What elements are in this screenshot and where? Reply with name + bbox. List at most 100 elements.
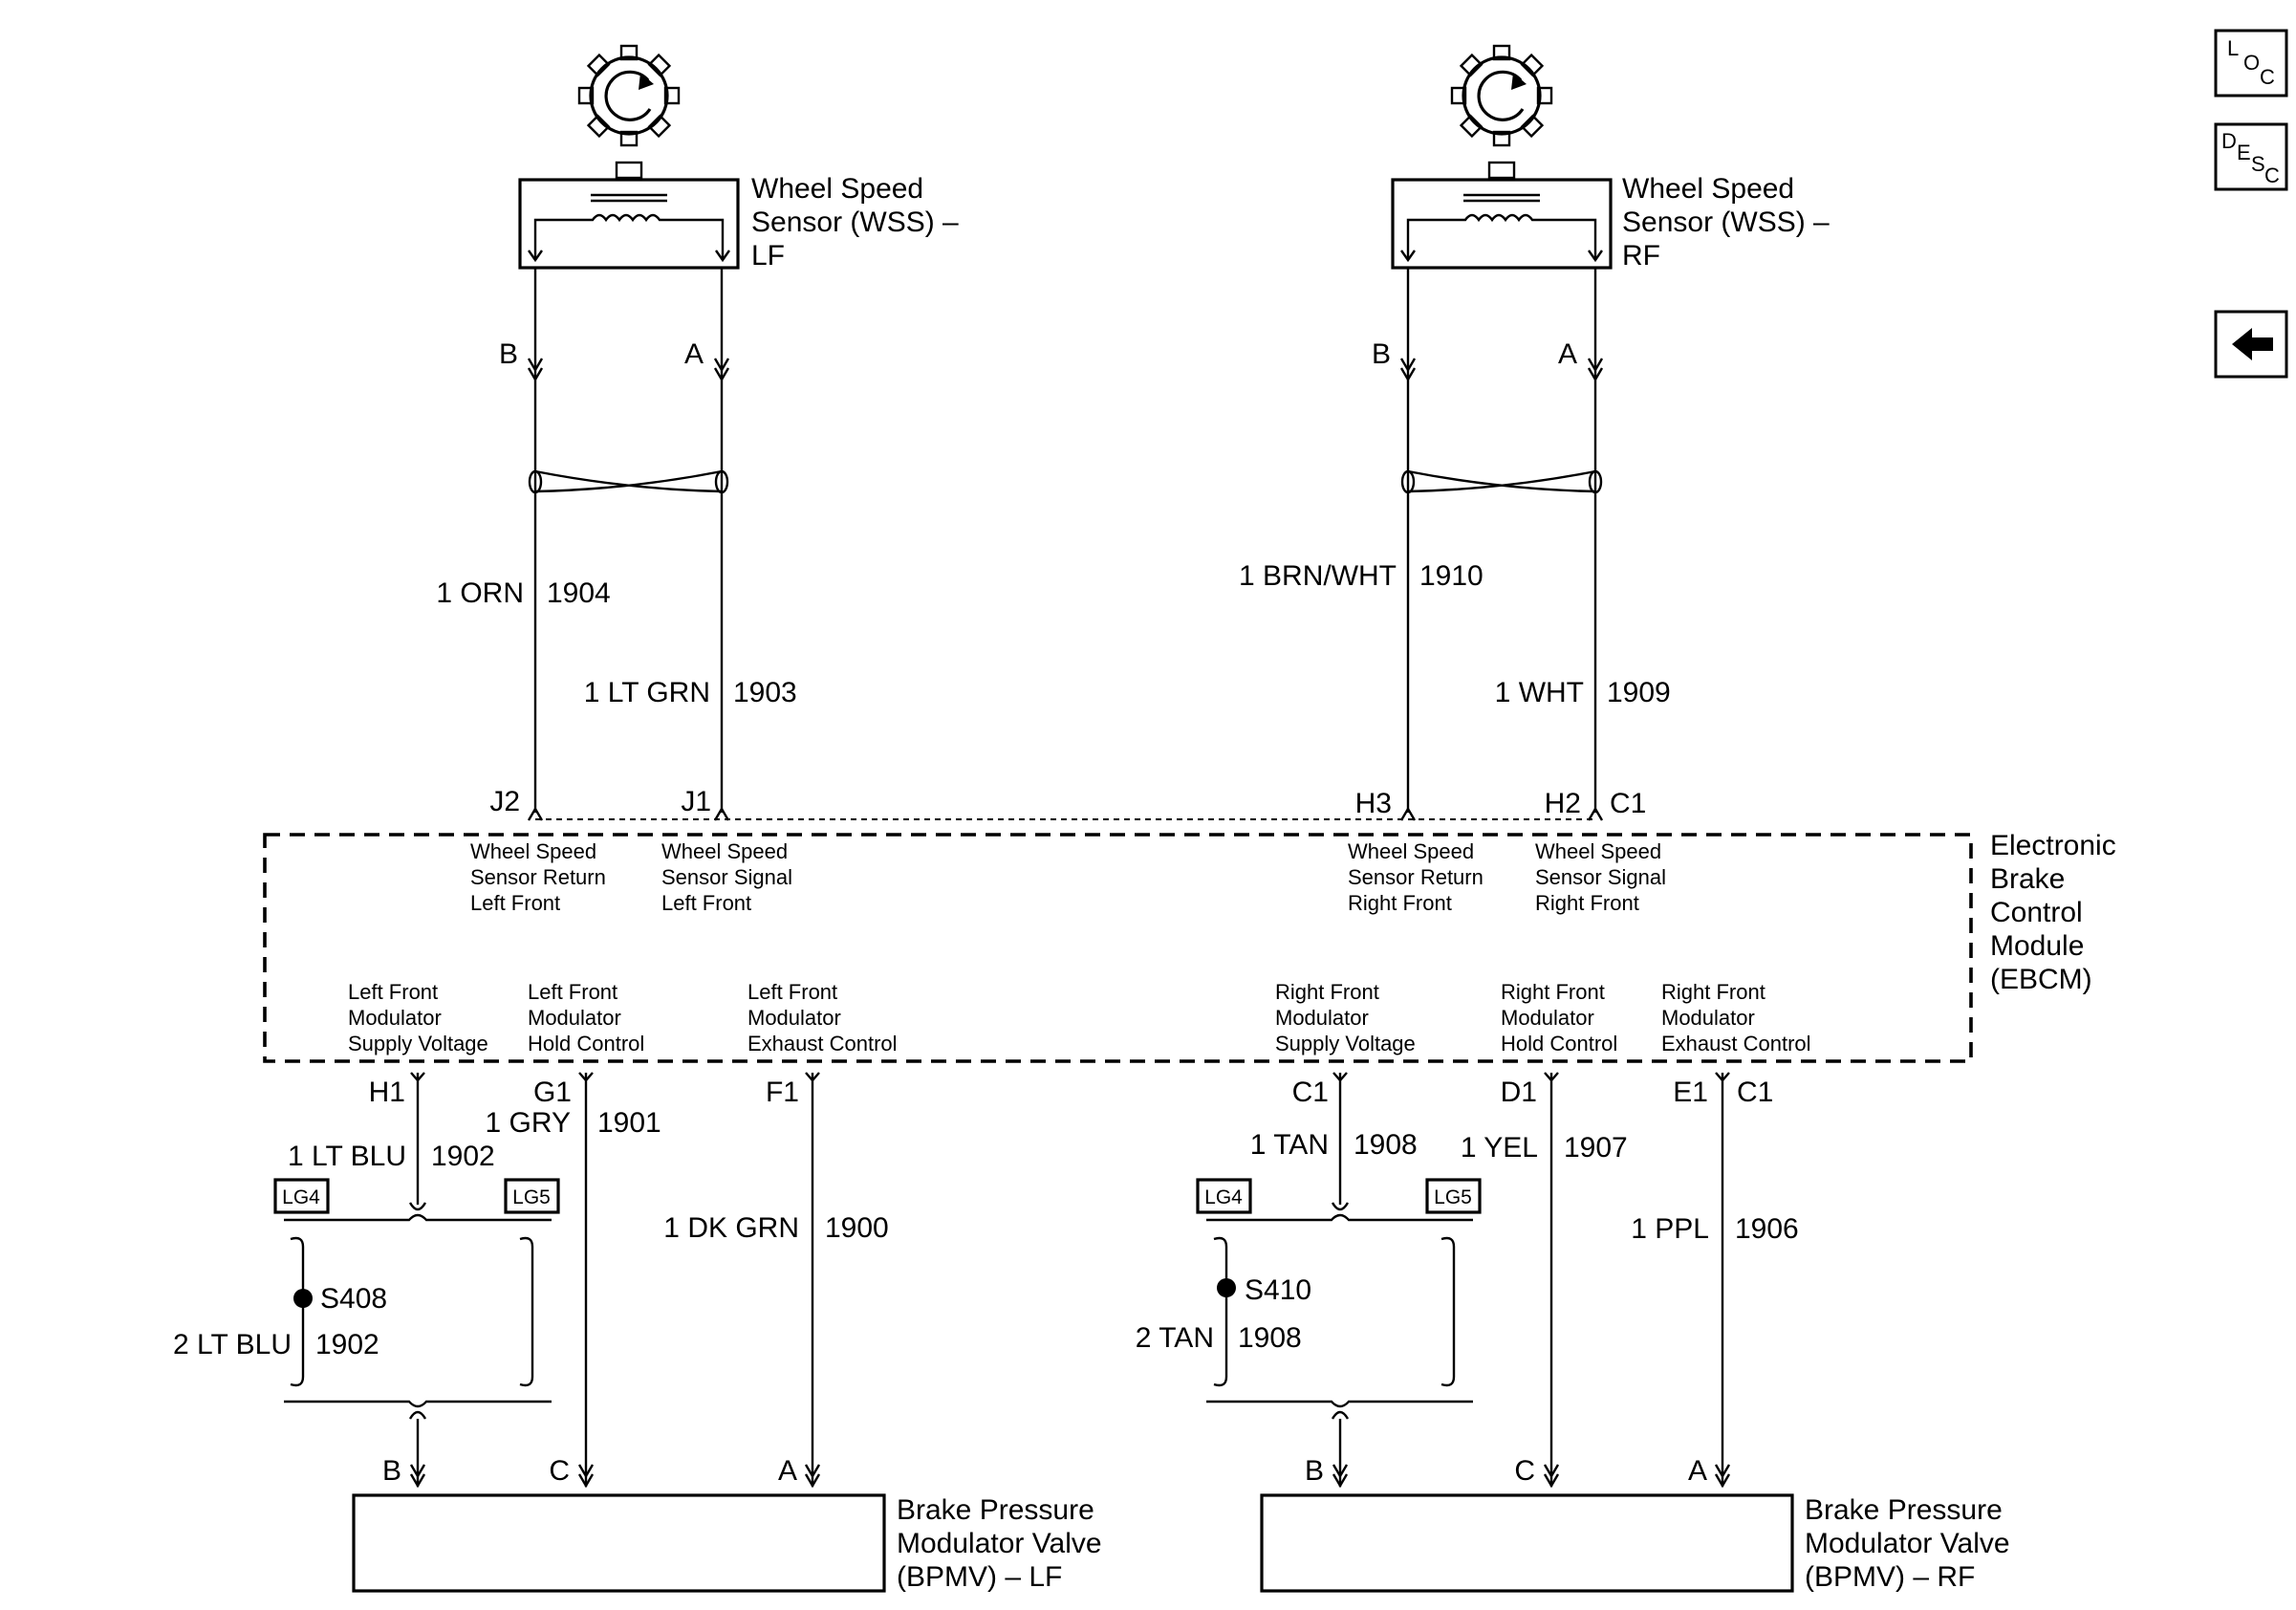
lf-supply-wire-color: 1 LT BLU bbox=[288, 1141, 406, 1172]
ebcm-term-rf-return: Wheel Speed Sensor Return Right Front bbox=[1348, 839, 1484, 915]
ebcm-bottom-terms-lf-exhaust-l1: Left Front bbox=[747, 980, 837, 1004]
rf-lower-wiring: LG4 LG5 1 TAN 1908 1 YEL 1907 1 PPL 1906… bbox=[1136, 1073, 1799, 1487]
lf-splice-wire-color: 2 LT BLU bbox=[173, 1329, 292, 1360]
modulators-rf-line3: (BPMV) – RF bbox=[1805, 1561, 1975, 1593]
rf-locator-lg5: LG5 bbox=[1425, 1178, 1482, 1214]
ebcm-pin-h3: H3 bbox=[1355, 788, 1392, 819]
rf-supply-wire-circuit: 1908 bbox=[1354, 1129, 1418, 1161]
lf-gear-icon bbox=[577, 44, 681, 147]
rf-twisted-pair bbox=[1400, 469, 1603, 494]
rf-exhaust-wire-circuit: 1906 bbox=[1735, 1213, 1799, 1245]
ebcm-top-terms-lf-return-l3: Left Front bbox=[470, 891, 560, 915]
modulators-lf-line1: Brake Pressure bbox=[897, 1494, 1094, 1526]
ebcm-bottom-terms-lf-hold-l1: Left Front bbox=[528, 980, 617, 1004]
ebcm-top-terms-lf-signal-l3: Left Front bbox=[661, 891, 751, 915]
ebcm-top-terms-rf-return-l2: Sensor Return bbox=[1348, 865, 1484, 889]
lf-signal-wire-color: 1 LT GRN bbox=[584, 677, 710, 708]
rf-gear-icon bbox=[1450, 44, 1553, 147]
rf-splice-wire-circuit: 1908 bbox=[1238, 1322, 1302, 1354]
modulators-lf-line2: Modulator Valve bbox=[897, 1528, 1102, 1559]
lf-twisted-pair bbox=[528, 469, 729, 494]
rf-bpmv-pin-c: C bbox=[1514, 1455, 1535, 1487]
back-button[interactable] bbox=[2214, 310, 2288, 379]
ebcm-bottom-terms-lf-supply-l1: Left Front bbox=[348, 980, 438, 1004]
desc-button[interactable]: D E S C bbox=[2214, 122, 2288, 191]
lf-bpmv-pin-c: C bbox=[549, 1455, 570, 1487]
rf-signal-wire-color: 1 WHT bbox=[1495, 677, 1584, 708]
rf-exhaust-wire-color: 1 PPL bbox=[1631, 1213, 1709, 1245]
rf-bpmv-pin-b: B bbox=[1305, 1455, 1324, 1487]
rf-hold-wire-color: 1 YEL bbox=[1461, 1132, 1538, 1164]
ebcm-name-line2: Brake bbox=[1990, 863, 2065, 895]
ebcm-top-terms-lf-return-l2: Sensor Return bbox=[470, 865, 606, 889]
ebcm-bottom-terms-lf-supply-l2: Modulator bbox=[348, 1006, 442, 1030]
loc-letter-c: C bbox=[2260, 65, 2275, 89]
lf-exhaust-wire-circuit: 1900 bbox=[825, 1212, 889, 1244]
loc-letter-l: L bbox=[2227, 36, 2239, 60]
ebcm-pin-j2: J2 bbox=[489, 786, 520, 817]
ebcm-term-lf-exhaust: Left Front Modulator Exhaust Control bbox=[747, 980, 898, 1055]
modulators-lf-line3: (BPMV) – LF bbox=[897, 1561, 1062, 1593]
ebcm-pin-g1: G1 bbox=[533, 1077, 572, 1108]
locators-lf-lg5: LG5 bbox=[512, 1186, 551, 1208]
rf-splice-name: S410 bbox=[1245, 1274, 1311, 1306]
ebcm-bottom-terms-rf-hold-l2: Modulator bbox=[1501, 1006, 1594, 1030]
lf-sensor-label-line1: Wheel Speed bbox=[751, 173, 923, 205]
ebcm-pin-e1: E1 bbox=[1673, 1077, 1708, 1108]
ebcm-bottom-terms-rf-supply-l3: Supply Voltage bbox=[1275, 1032, 1416, 1055]
modulators-rf-line1: Brake Pressure bbox=[1805, 1494, 2003, 1526]
ebcm-term-rf-exhaust: Right Front Modulator Exhaust Control bbox=[1661, 980, 1811, 1055]
ebcm-name-line1: Electronic bbox=[1990, 830, 2116, 861]
ebcm-bottom-terms-lf-exhaust-l2: Modulator bbox=[747, 1006, 841, 1030]
ebcm-top-terms-rf-return-l3: Right Front bbox=[1348, 891, 1452, 915]
lf-bpmv-pin-b: B bbox=[382, 1455, 401, 1487]
lf-sensor-pin-a: A bbox=[684, 338, 704, 370]
lf-brake-pressure-modulator-valve: B C A Brake Pressure Modulator Valve (BP… bbox=[352, 1455, 1102, 1593]
locators-lf-lg4: LG4 bbox=[282, 1186, 320, 1208]
ebcm-bottom-terms-rf-exhaust-l1: Right Front bbox=[1661, 980, 1765, 1004]
rf-locator-lg4: LG4 bbox=[1196, 1178, 1252, 1214]
rf-splice-dot bbox=[1217, 1278, 1236, 1297]
lf-sensor-pin-b: B bbox=[499, 338, 518, 370]
loc-button[interactable]: L O C bbox=[2214, 29, 2288, 98]
ebcm-top-terms-lf-signal-l1: Wheel Speed bbox=[661, 839, 788, 863]
lf-supply-wire-circuit: 1902 bbox=[431, 1141, 495, 1172]
ebcm-bottom-terms-rf-exhaust-l2: Modulator bbox=[1661, 1006, 1755, 1030]
desc-letter-e: E bbox=[2237, 141, 2251, 164]
ebcm-pin-d1: D1 bbox=[1501, 1077, 1537, 1108]
ebcm-dashed-outline bbox=[263, 833, 1973, 1063]
ebcm-bottom-terms-rf-supply-l1: Right Front bbox=[1275, 980, 1379, 1004]
rf-wheel-speed-sensor: Wheel Speed Sensor (WSS) – RF bbox=[1391, 44, 1830, 272]
lf-lower-wiring: LG4 LG5 1 LT BLU 1902 1 GRY 1901 1 DK GR… bbox=[173, 1073, 889, 1487]
ebcm-term-lf-return: Wheel Speed Sensor Return Left Front bbox=[470, 839, 606, 915]
lf-splice-wire-circuit: 1902 bbox=[315, 1329, 379, 1360]
lf-splice-name: S408 bbox=[320, 1283, 387, 1315]
ebcm-bottom-terms-lf-exhaust-l3: Exhaust Control bbox=[747, 1032, 898, 1055]
loc-letter-o: O bbox=[2243, 51, 2260, 75]
ebcm-name-line5: (EBCM) bbox=[1990, 964, 2092, 995]
ebcm-bottom-terms-rf-hold-l3: Hold Control bbox=[1501, 1032, 1617, 1055]
lf-locator-lg5: LG5 bbox=[504, 1178, 560, 1214]
ebcm-pin-c1-right: C1 bbox=[1737, 1077, 1773, 1108]
upper-wiring: B A B A 1 ORN 1904 1 LT GRN 1903 1 BRN/W… bbox=[436, 268, 1671, 813]
locators-rf-lg4: LG4 bbox=[1204, 1186, 1243, 1208]
rf-brake-pressure-modulator-valve: B C A Brake Pressure Modulator Valve (BP… bbox=[1260, 1455, 2010, 1593]
lf-exhaust-wire-color: 1 DK GRN bbox=[663, 1212, 799, 1244]
ebcm-pin-h1: H1 bbox=[369, 1077, 405, 1108]
ebcm-term-lf-signal: Wheel Speed Sensor Signal Left Front bbox=[661, 839, 792, 915]
ebcm-name-line3: Control bbox=[1990, 897, 2083, 928]
ebcm-module: J2 J1 H3 H2 C1 Wheel Speed Sensor Return… bbox=[263, 786, 2116, 1108]
ebcm-term-lf-supply: Left Front Modulator Supply Voltage bbox=[348, 980, 488, 1055]
ebcm-top-terms-rf-signal-l3: Right Front bbox=[1535, 891, 1639, 915]
rf-sensor-pin-a: A bbox=[1558, 338, 1577, 370]
lf-bpmv-pin-a: A bbox=[778, 1455, 797, 1487]
lf-splice-dot bbox=[293, 1289, 313, 1308]
rf-sensor-label-line1: Wheel Speed bbox=[1622, 173, 1794, 205]
lf-sensor-label-line2: Sensor (WSS) – bbox=[751, 207, 959, 238]
lf-return-wire-color: 1 ORN bbox=[436, 577, 524, 609]
ebcm-term-rf-hold: Right Front Modulator Hold Control bbox=[1501, 980, 1617, 1055]
desc-letter-s: S bbox=[2251, 152, 2265, 176]
ebcm-bottom-terms-lf-supply-l3: Supply Voltage bbox=[348, 1032, 488, 1055]
rf-sensor-label-line3: RF bbox=[1622, 240, 1660, 272]
